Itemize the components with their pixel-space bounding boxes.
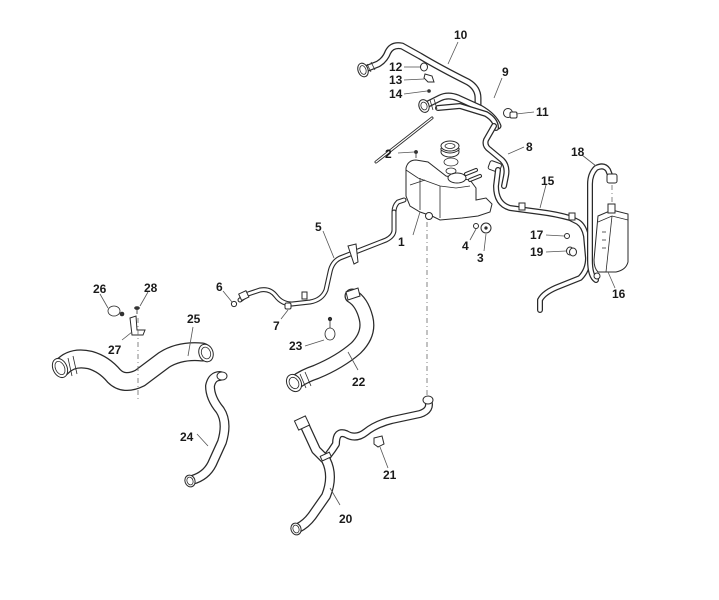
clip-11[interactable] bbox=[503, 108, 518, 119]
clip-21[interactable] bbox=[373, 435, 385, 448]
callout-13[interactable]: 13 bbox=[389, 73, 403, 87]
hose-10[interactable] bbox=[356, 42, 482, 112]
callout-28[interactable]: 28 bbox=[144, 281, 158, 295]
callout-27[interactable]: 27 bbox=[108, 343, 122, 357]
screw-28[interactable] bbox=[134, 306, 140, 315]
hose-24[interactable] bbox=[183, 371, 230, 488]
bracket-27[interactable] bbox=[129, 315, 146, 336]
callout-16[interactable]: 16 bbox=[612, 287, 626, 301]
hose-22[interactable] bbox=[283, 287, 375, 394]
hose-20[interactable] bbox=[289, 395, 434, 536]
washer-3[interactable] bbox=[480, 222, 492, 234]
callout-9[interactable]: 9 bbox=[502, 65, 509, 79]
clip-6[interactable] bbox=[230, 300, 238, 308]
callout-19[interactable]: 19 bbox=[530, 245, 544, 259]
callout-21[interactable]: 21 bbox=[383, 468, 397, 482]
callout-23[interactable]: 23 bbox=[289, 339, 303, 353]
filler-cap[interactable] bbox=[440, 140, 460, 158]
bracket-13[interactable] bbox=[423, 73, 435, 83]
clamp-26[interactable] bbox=[107, 305, 125, 317]
grommet-19[interactable] bbox=[566, 246, 577, 257]
callout-22[interactable]: 22 bbox=[352, 375, 366, 389]
screw-2[interactable] bbox=[414, 150, 418, 158]
callout-20[interactable]: 20 bbox=[339, 512, 353, 526]
callout-18[interactable]: 18 bbox=[571, 145, 585, 159]
hose-15[interactable] bbox=[493, 167, 591, 313]
callout-1[interactable]: 1 bbox=[398, 235, 405, 249]
callout-25[interactable]: 25 bbox=[187, 312, 201, 326]
hose-5[interactable] bbox=[237, 209, 397, 307]
callout-labels: 1 2 3 4 5 6 7 8 9 10 11 12 13 14 15 16 1… bbox=[93, 28, 626, 526]
hose-25[interactable] bbox=[49, 342, 215, 391]
callout-5[interactable]: 5 bbox=[315, 220, 322, 234]
o-ring bbox=[443, 157, 459, 175]
callout-24[interactable]: 24 bbox=[180, 430, 194, 444]
callout-6[interactable]: 6 bbox=[216, 280, 223, 294]
hose-18[interactable] bbox=[587, 163, 618, 283]
callout-17[interactable]: 17 bbox=[530, 228, 544, 242]
expansion-tank-1[interactable] bbox=[391, 159, 493, 221]
callout-2[interactable]: 2 bbox=[385, 147, 392, 161]
reservoir-16[interactable] bbox=[593, 185, 629, 280]
clip-7[interactable] bbox=[284, 302, 292, 310]
callout-8[interactable]: 8 bbox=[526, 140, 533, 154]
callout-4[interactable]: 4 bbox=[462, 239, 469, 253]
callout-12[interactable]: 12 bbox=[389, 60, 403, 74]
screw-17[interactable] bbox=[564, 233, 570, 239]
clip-12[interactable] bbox=[420, 62, 428, 72]
callout-14[interactable]: 14 bbox=[389, 87, 403, 101]
hose-9[interactable] bbox=[374, 92, 502, 164]
leader-lines bbox=[99, 41, 616, 506]
callout-11[interactable]: 11 bbox=[536, 105, 549, 119]
nut-14[interactable] bbox=[427, 89, 431, 93]
callout-26[interactable]: 26 bbox=[93, 282, 107, 296]
clamp-23[interactable] bbox=[324, 316, 336, 341]
callout-10[interactable]: 10 bbox=[454, 28, 468, 42]
nut-4[interactable] bbox=[473, 223, 479, 229]
callout-15[interactable]: 15 bbox=[541, 174, 555, 188]
callout-3[interactable]: 3 bbox=[477, 251, 484, 265]
callout-7[interactable]: 7 bbox=[273, 319, 280, 333]
